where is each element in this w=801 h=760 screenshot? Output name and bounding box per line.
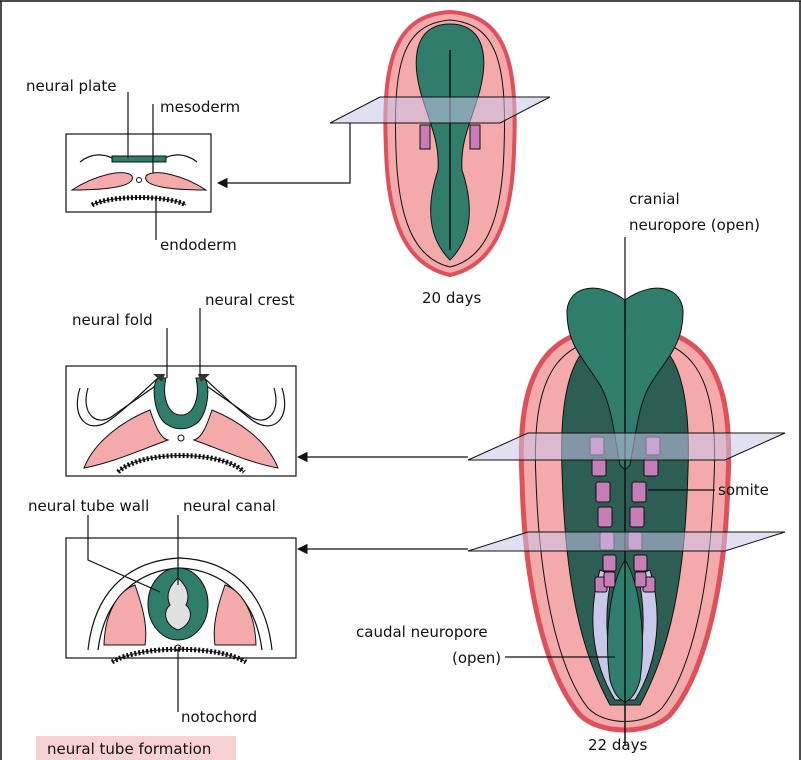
label-caudal-2: (open)	[452, 649, 501, 667]
label-somite: somite	[718, 481, 769, 499]
label-22-days: 22 days	[588, 736, 647, 754]
section-neural-tube	[66, 538, 296, 662]
section-neural-fold	[66, 366, 296, 476]
label-neural-plate: neural plate	[26, 77, 117, 95]
label-caudal-1: caudal neuropore	[356, 623, 488, 641]
caption: neural tube formation	[47, 740, 211, 758]
embryo-22-days	[468, 288, 785, 745]
embryo-20-days	[330, 12, 550, 275]
arrow-20days-to-section	[218, 123, 350, 183]
label-mesoderm: mesoderm	[160, 98, 240, 116]
label-neural-tube-wall: neural tube wall	[28, 497, 149, 515]
section-neural-plate	[66, 134, 211, 212]
label-endoderm: endoderm	[160, 236, 237, 254]
label-notochord: notochord	[181, 708, 257, 726]
label-20-days: 20 days	[422, 289, 481, 307]
label-neural-fold: neural fold	[72, 311, 153, 329]
label-neural-crest: neural crest	[205, 291, 295, 309]
label-neural-canal: neural canal	[183, 497, 276, 515]
label-cranial-1: cranial	[629, 190, 680, 208]
label-cranial-2: neuropore (open)	[629, 216, 760, 234]
